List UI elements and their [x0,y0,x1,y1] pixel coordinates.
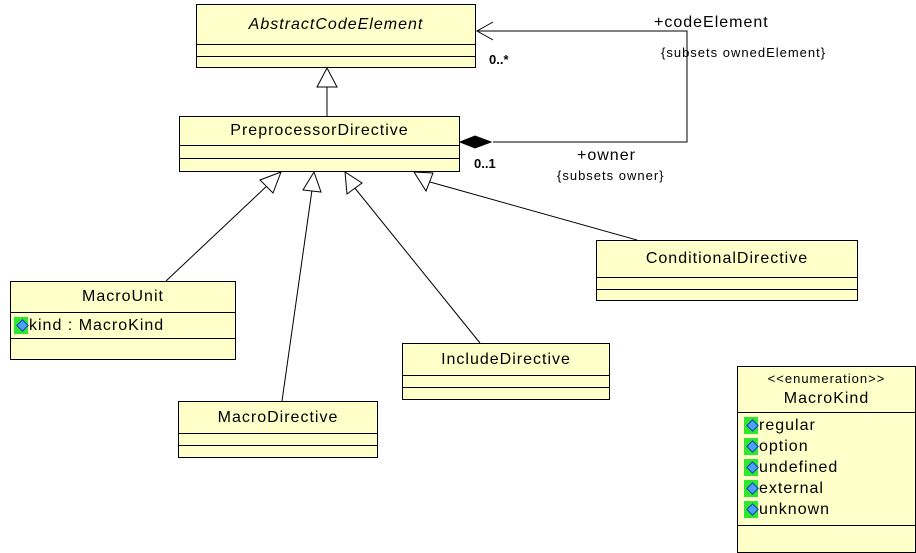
attributes-compartment [597,278,857,290]
enumeration-name: MacroKind [783,389,870,407]
attributes-compartment: kind : MacroKind [11,313,235,339]
attributes-compartment [179,434,377,446]
attribute-text: kind : MacroKind [29,316,165,334]
composition-diamond [458,135,493,149]
attributes-compartment [180,146,459,159]
enum-literal: undefined [744,457,915,478]
operations-compartment [738,526,915,552]
generalization-includedirective [353,186,481,344]
class-name: IncludeDirective [403,344,609,376]
attribute-row: kind : MacroKind [14,315,235,336]
enumeration-header: <<enumeration>> MacroKind [738,367,915,413]
class-macro-directive[interactable]: MacroDirective [178,401,378,458]
association-target-constraint: {subsets ownedElement} [661,45,827,60]
association-source-constraint: {subsets owner} [557,168,665,183]
enum-literal-text: unknown [759,500,831,518]
literal-icon [744,417,758,434]
attribute-icon [14,317,28,334]
operations-compartment [197,57,475,67]
class-name: MacroUnit [11,282,235,313]
literal-icon [744,438,758,455]
operations-compartment [403,388,609,399]
attributes-compartment [197,45,475,57]
class-preprocessor-directive[interactable]: PreprocessorDirective [179,116,460,172]
enumeration-macro-kind[interactable]: <<enumeration>> MacroKind regular option… [737,366,916,553]
generalization-arrowhead [413,171,434,193]
operations-compartment [597,290,857,300]
enum-literal: unknown [744,499,915,520]
class-conditional-directive[interactable]: ConditionalDirective [596,240,858,301]
association-source-multiplicity: 0..1 [474,156,496,171]
class-name: AbstractCodeElement [197,5,475,45]
generalization-arrowhead [259,171,282,194]
class-name: MacroDirective [179,402,377,434]
generalization-macrodirective [281,189,313,402]
literal-icon [744,480,758,497]
association-target-multiplicity: 0..* [489,52,509,67]
navigation-arrowhead [475,21,494,41]
literal-icon [744,459,758,476]
generalization-arrowhead [316,66,338,88]
operations-compartment [179,446,377,457]
association-owner-codeelement [477,30,688,143]
enum-literal: regular [744,415,915,436]
class-macro-unit[interactable]: MacroUnit kind : MacroKind [10,281,236,360]
association-target-role: +codeElement [654,14,769,31]
stereotype-label: <<enumeration>> [767,370,886,386]
enum-literal: external [744,478,915,499]
class-name: PreprocessorDirective [180,117,459,146]
class-abstract-code-element[interactable]: AbstractCodeElement [196,4,476,68]
enum-literal-text: undefined [759,458,839,476]
generalization-arrowhead [302,170,322,193]
enum-literal: option [744,436,915,457]
enum-literal-text: external [759,479,824,497]
literals-compartment: regular option undefined external unknow… [738,413,915,526]
class-name: ConditionalDirective [597,241,857,278]
attributes-compartment [403,376,609,388]
association-source-role: +owner [577,147,636,164]
enum-literal-text: regular [759,416,816,434]
literal-icon [744,501,758,518]
generalization-macrounit [165,182,271,282]
operations-compartment [11,339,235,359]
enum-literal-text: option [759,437,809,455]
operations-compartment [180,159,459,171]
generalization-conditionaldirective [429,181,638,241]
class-include-directive[interactable]: IncludeDirective [402,343,610,400]
generalization-arrowhead [344,171,363,195]
